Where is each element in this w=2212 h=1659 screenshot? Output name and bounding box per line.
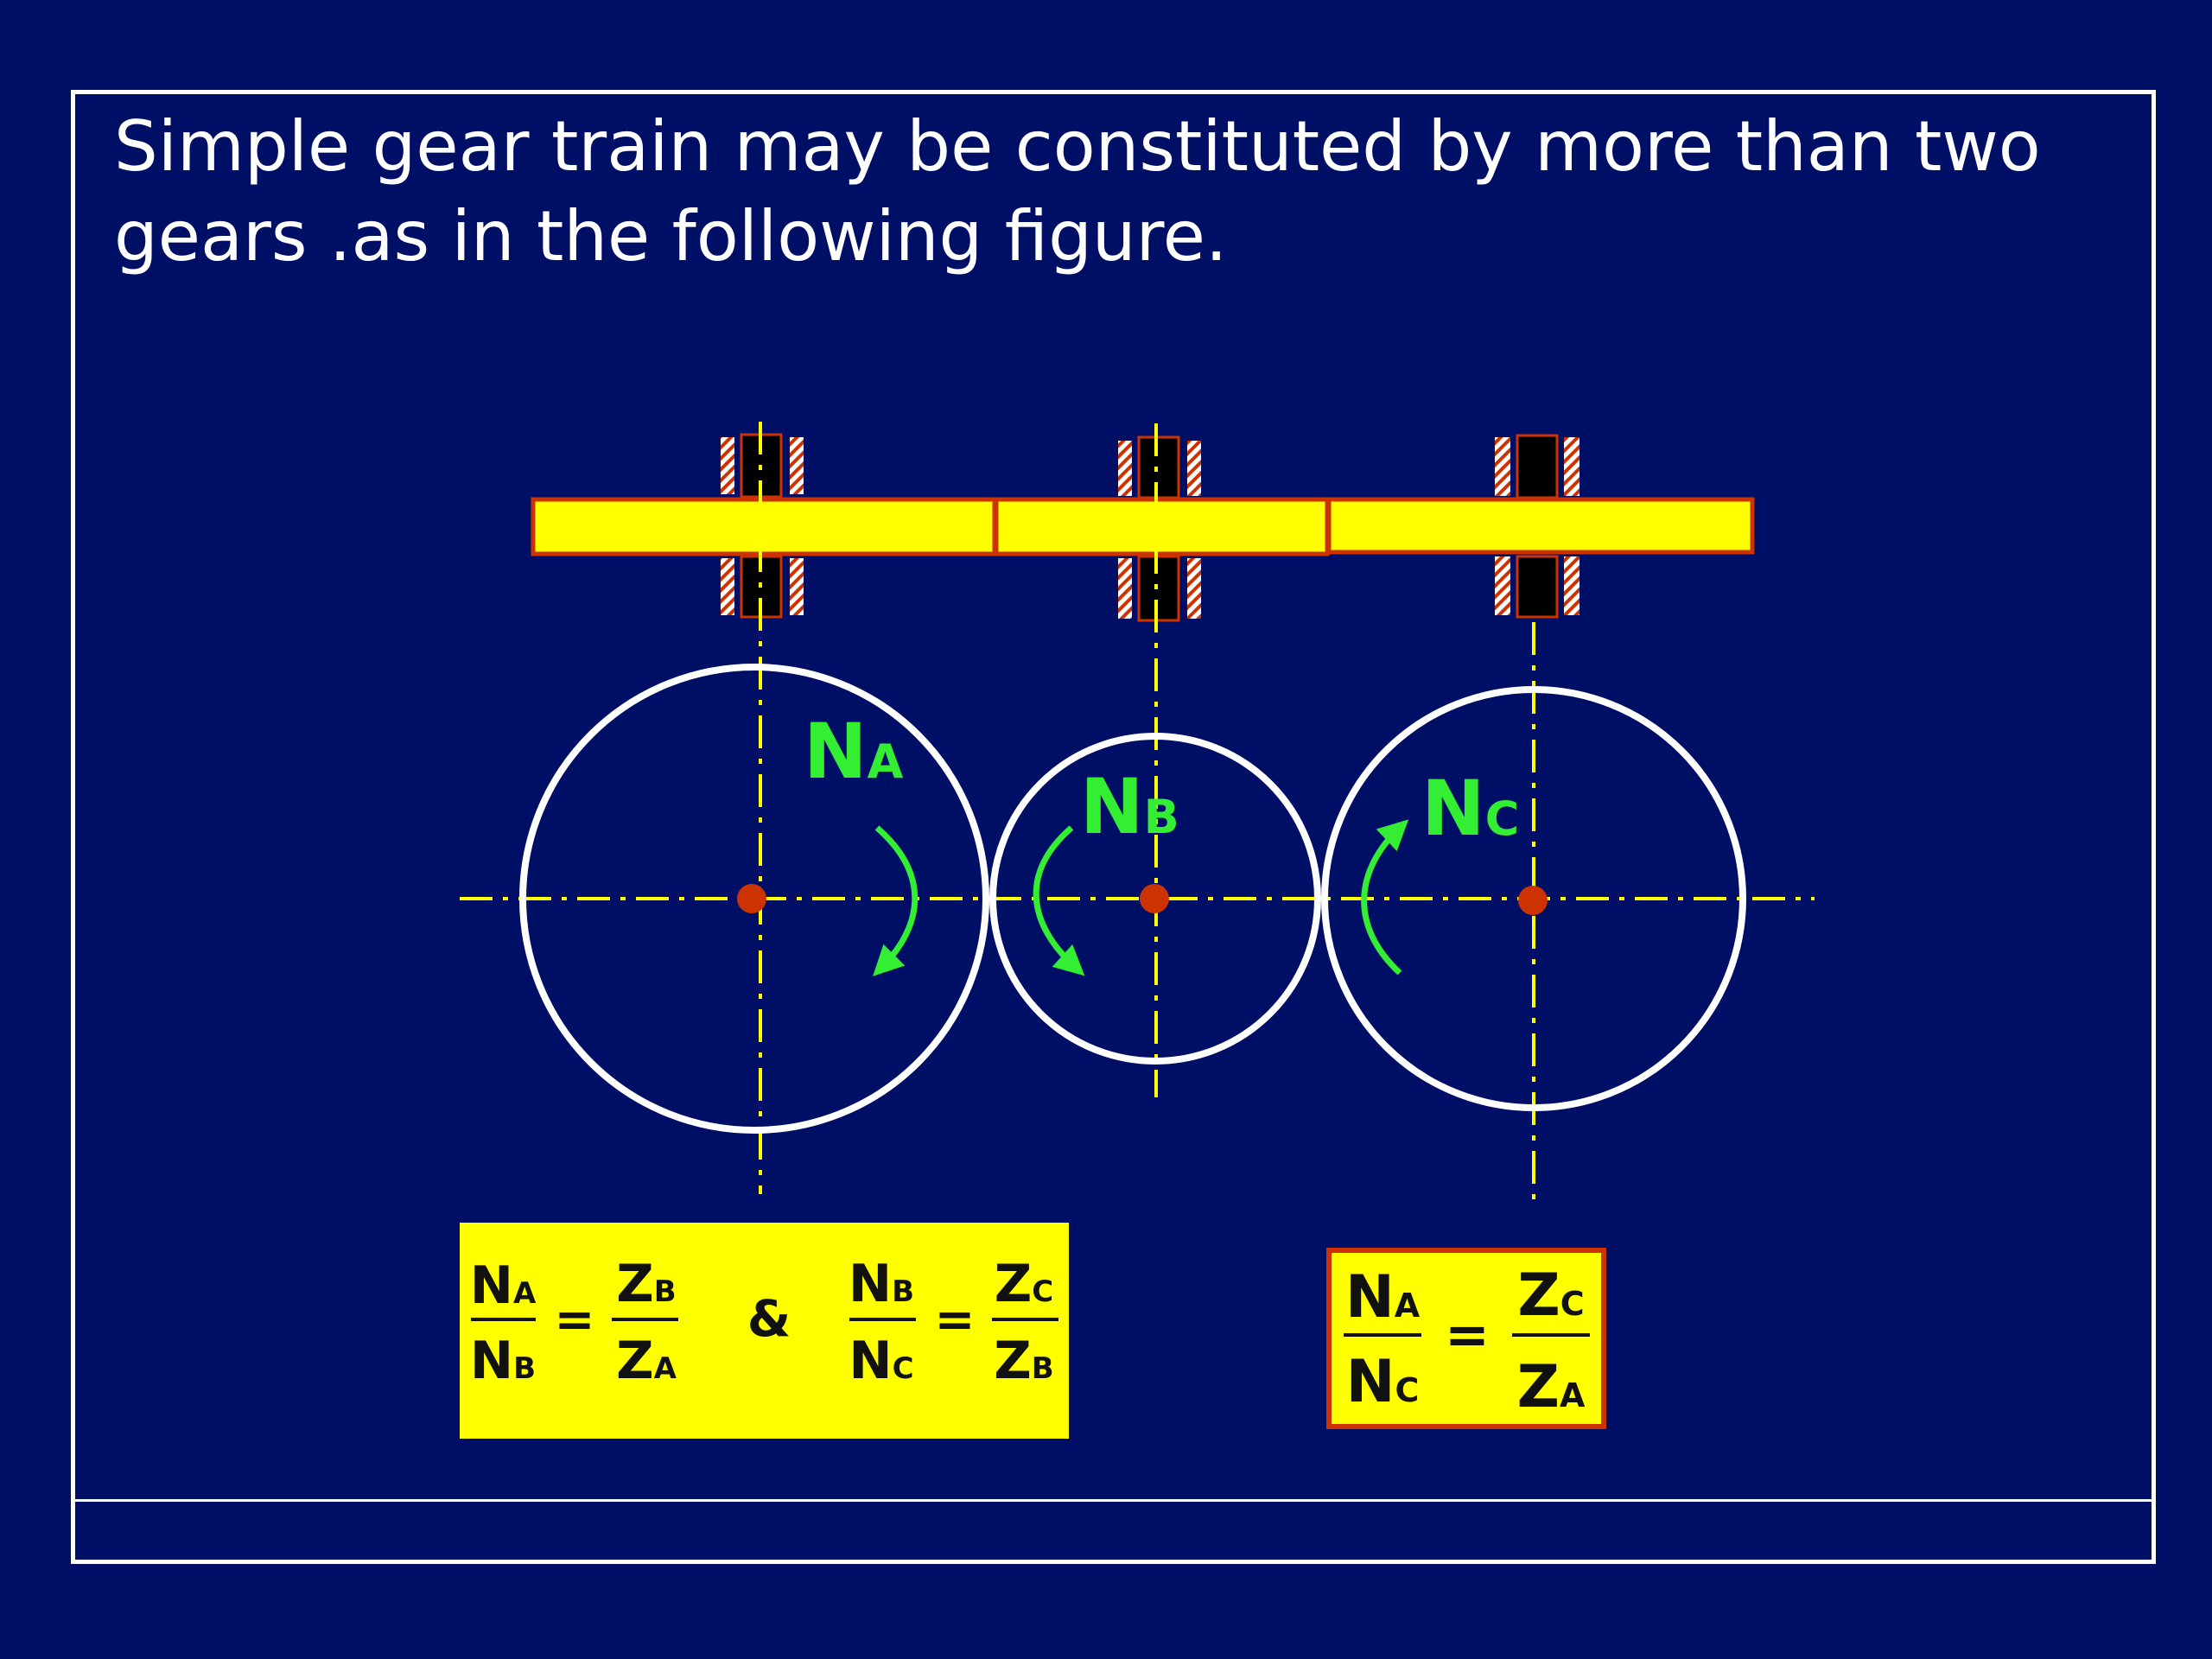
formula-right-rhs-den: ZA xyxy=(1517,1353,1586,1421)
slide-frame xyxy=(71,90,2156,1564)
formula-left-eq1-rhs-num: ZB xyxy=(616,1254,676,1314)
shaft-segment-c xyxy=(1326,497,1755,555)
gear-a-center xyxy=(737,884,766,913)
speed-label-c: NC xyxy=(1421,764,1519,853)
gear-b xyxy=(989,733,1321,1065)
formula-left-eq1-equals: = xyxy=(555,1292,595,1348)
rotation-arrow-c xyxy=(1361,819,1409,976)
gear-c-center xyxy=(1518,886,1548,915)
formula-left-eq2-rhs-num: ZC xyxy=(995,1254,1053,1314)
speed-label-b: NB xyxy=(1080,762,1179,851)
heading-line-2: gears .as in the following figure. xyxy=(114,196,1228,276)
formula-left-eq2-equals: = xyxy=(935,1292,976,1348)
rotation-arrow-a xyxy=(873,825,918,976)
slide-heading: Simple gear train may be constituted by … xyxy=(114,102,2127,282)
bearing-c xyxy=(1495,434,1580,619)
footer-divider xyxy=(71,1499,2156,1502)
rotation-arrow-b xyxy=(1033,825,1085,976)
shaft-segment-a xyxy=(531,497,997,556)
formula-left-eq2-lhs-num: NB xyxy=(849,1254,914,1314)
speed-label-a: NA xyxy=(804,707,904,796)
formula-box-right: NA NC = ZC ZA xyxy=(1326,1248,1606,1429)
heading-line-1: Simple gear train may be constituted by … xyxy=(114,106,2041,187)
shaft-segment-b xyxy=(994,497,1330,556)
gear-c xyxy=(1321,686,1746,1111)
gear-a xyxy=(519,664,989,1134)
formula-left-eq2-lhs-den: NC xyxy=(849,1331,913,1391)
formula-left-connector: & xyxy=(747,1289,791,1348)
bearing-b xyxy=(1118,435,1201,622)
formula-right-lhs-den: NC xyxy=(1346,1348,1420,1416)
formula-left-eq1-rhs-den: ZA xyxy=(616,1331,677,1391)
formula-right-equals: = xyxy=(1445,1303,1490,1366)
formula-left-eq1-lhs-den: NB xyxy=(470,1331,536,1391)
formula-box-left: NA NB = ZB ZA & NB NC = ZC ZB xyxy=(460,1223,1069,1439)
formula-right-rhs-num: ZC xyxy=(1517,1262,1584,1330)
formula-left-eq2-rhs-den: ZB xyxy=(994,1331,1053,1391)
formula-right-lhs-num: NA xyxy=(1345,1263,1421,1332)
formula-left-eq1-lhs-num: NA xyxy=(470,1255,537,1316)
gear-b-center xyxy=(1140,884,1169,913)
